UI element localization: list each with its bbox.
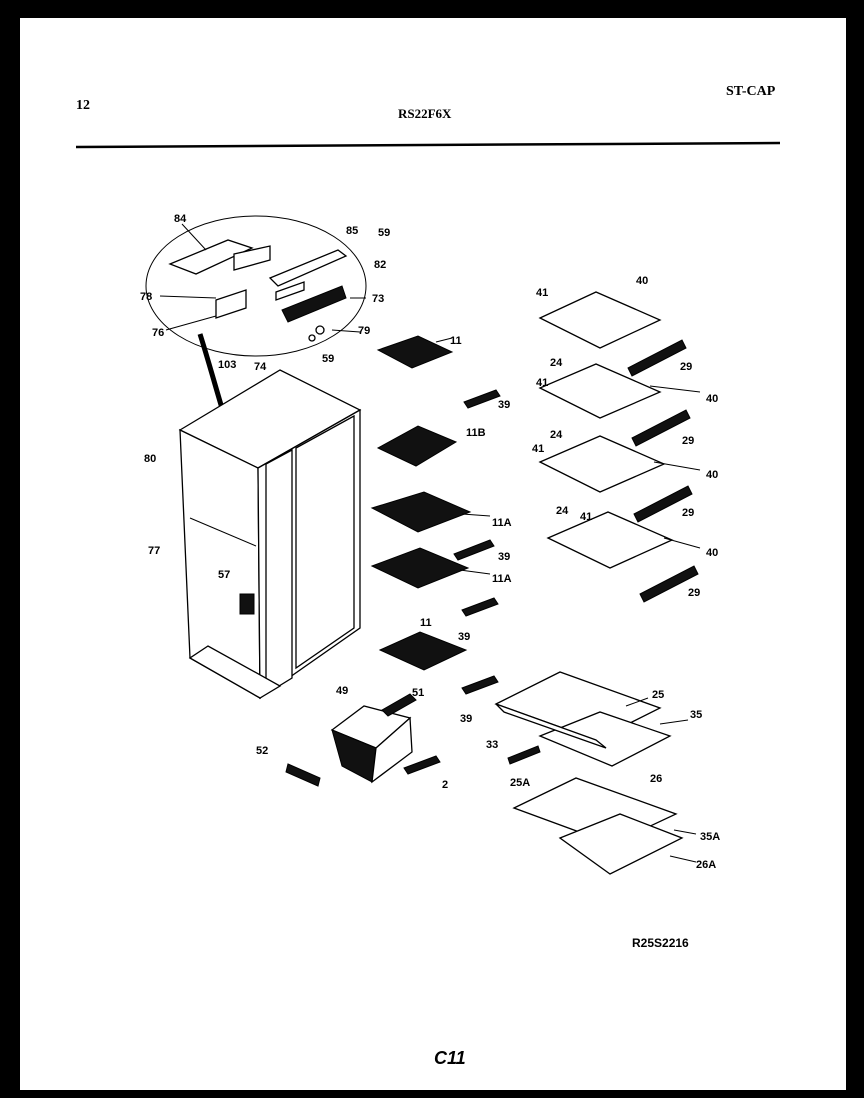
callout-label: 82 (374, 259, 386, 271)
callout-label: 77 (148, 545, 160, 557)
callout-label: 103 (218, 359, 236, 371)
callout-label: 40 (636, 275, 648, 287)
callout-label: 11A (492, 517, 512, 529)
callout-label: 39 (498, 551, 510, 563)
glass-shelves (538, 291, 699, 603)
callout-label: 29 (682, 435, 694, 447)
callout-label: 49 (336, 685, 348, 697)
callout-label: 29 (682, 507, 694, 519)
callout-label: 11 (450, 335, 462, 347)
leader-lines (159, 223, 701, 863)
callout-label: 29 (680, 361, 692, 373)
model-number: RS22F6X (398, 106, 452, 121)
callout-label: 52 (256, 745, 268, 757)
callout-label: 57 (218, 569, 230, 581)
callout-label: 39 (498, 399, 510, 411)
callout-label: 25A (510, 777, 530, 789)
callout-label: 40 (706, 393, 718, 405)
callout-label: 33 (486, 739, 498, 751)
callout-label: 26A (696, 859, 716, 871)
callout-label: 59 (378, 227, 390, 239)
callout-label: 80 (144, 453, 156, 465)
cabinet (178, 369, 362, 700)
callout-label: 39 (460, 713, 472, 725)
header-rule (75, 141, 781, 149)
callout-label: 24 (550, 429, 563, 441)
callout-label: 41 (536, 377, 548, 389)
callout-label: 85 (346, 225, 358, 237)
callout-label: 24 (550, 357, 563, 369)
callout-label: 11A (492, 573, 512, 585)
freezer-shelves (370, 335, 501, 695)
callout-label: 73 (372, 293, 384, 305)
callout-label: 35A (700, 831, 720, 843)
callout-label: 26 (650, 773, 662, 785)
callout-label: 11 (420, 617, 432, 629)
callout-label: 24 (556, 505, 569, 517)
callout-label: 35 (690, 709, 702, 721)
callout-label: 79 (358, 325, 370, 337)
exploded-parts-diagram: 84 85 59 82 78 73 76 79 103 74 59 80 77 … (75, 141, 781, 875)
footer-code: C11 (434, 1048, 466, 1068)
crisper-drawers (494, 671, 684, 875)
callout-label: 25 (652, 689, 664, 701)
callout-label: 41 (532, 443, 544, 455)
callout-label: 59 (322, 353, 334, 365)
callout-labels: 84 85 59 82 78 73 76 79 103 74 59 80 77 … (140, 213, 720, 871)
callout-label: 76 (152, 327, 164, 339)
page-number: 12 (76, 98, 90, 113)
callout-label: 41 (536, 287, 548, 299)
callout-label: 84 (174, 213, 187, 225)
callout-label: 11B (466, 427, 486, 439)
callout-label: 29 (688, 587, 700, 599)
callout-label: 39 (458, 631, 470, 643)
brand-code: ST-CAP (726, 84, 776, 99)
parts-sheet: 12 RS22F6X ST-CAP R25S2216 C11 (20, 18, 846, 1090)
callout-label: 78 (140, 291, 152, 303)
callout-label: 41 (580, 511, 592, 523)
drawing-number: R25S2216 (632, 936, 689, 950)
callout-label: 51 (412, 687, 424, 699)
callout-label: 74 (254, 361, 267, 373)
callout-label: 2 (442, 779, 448, 791)
callout-label: 40 (706, 469, 718, 481)
callout-label: 40 (706, 547, 718, 559)
freezer-basket (285, 693, 441, 787)
